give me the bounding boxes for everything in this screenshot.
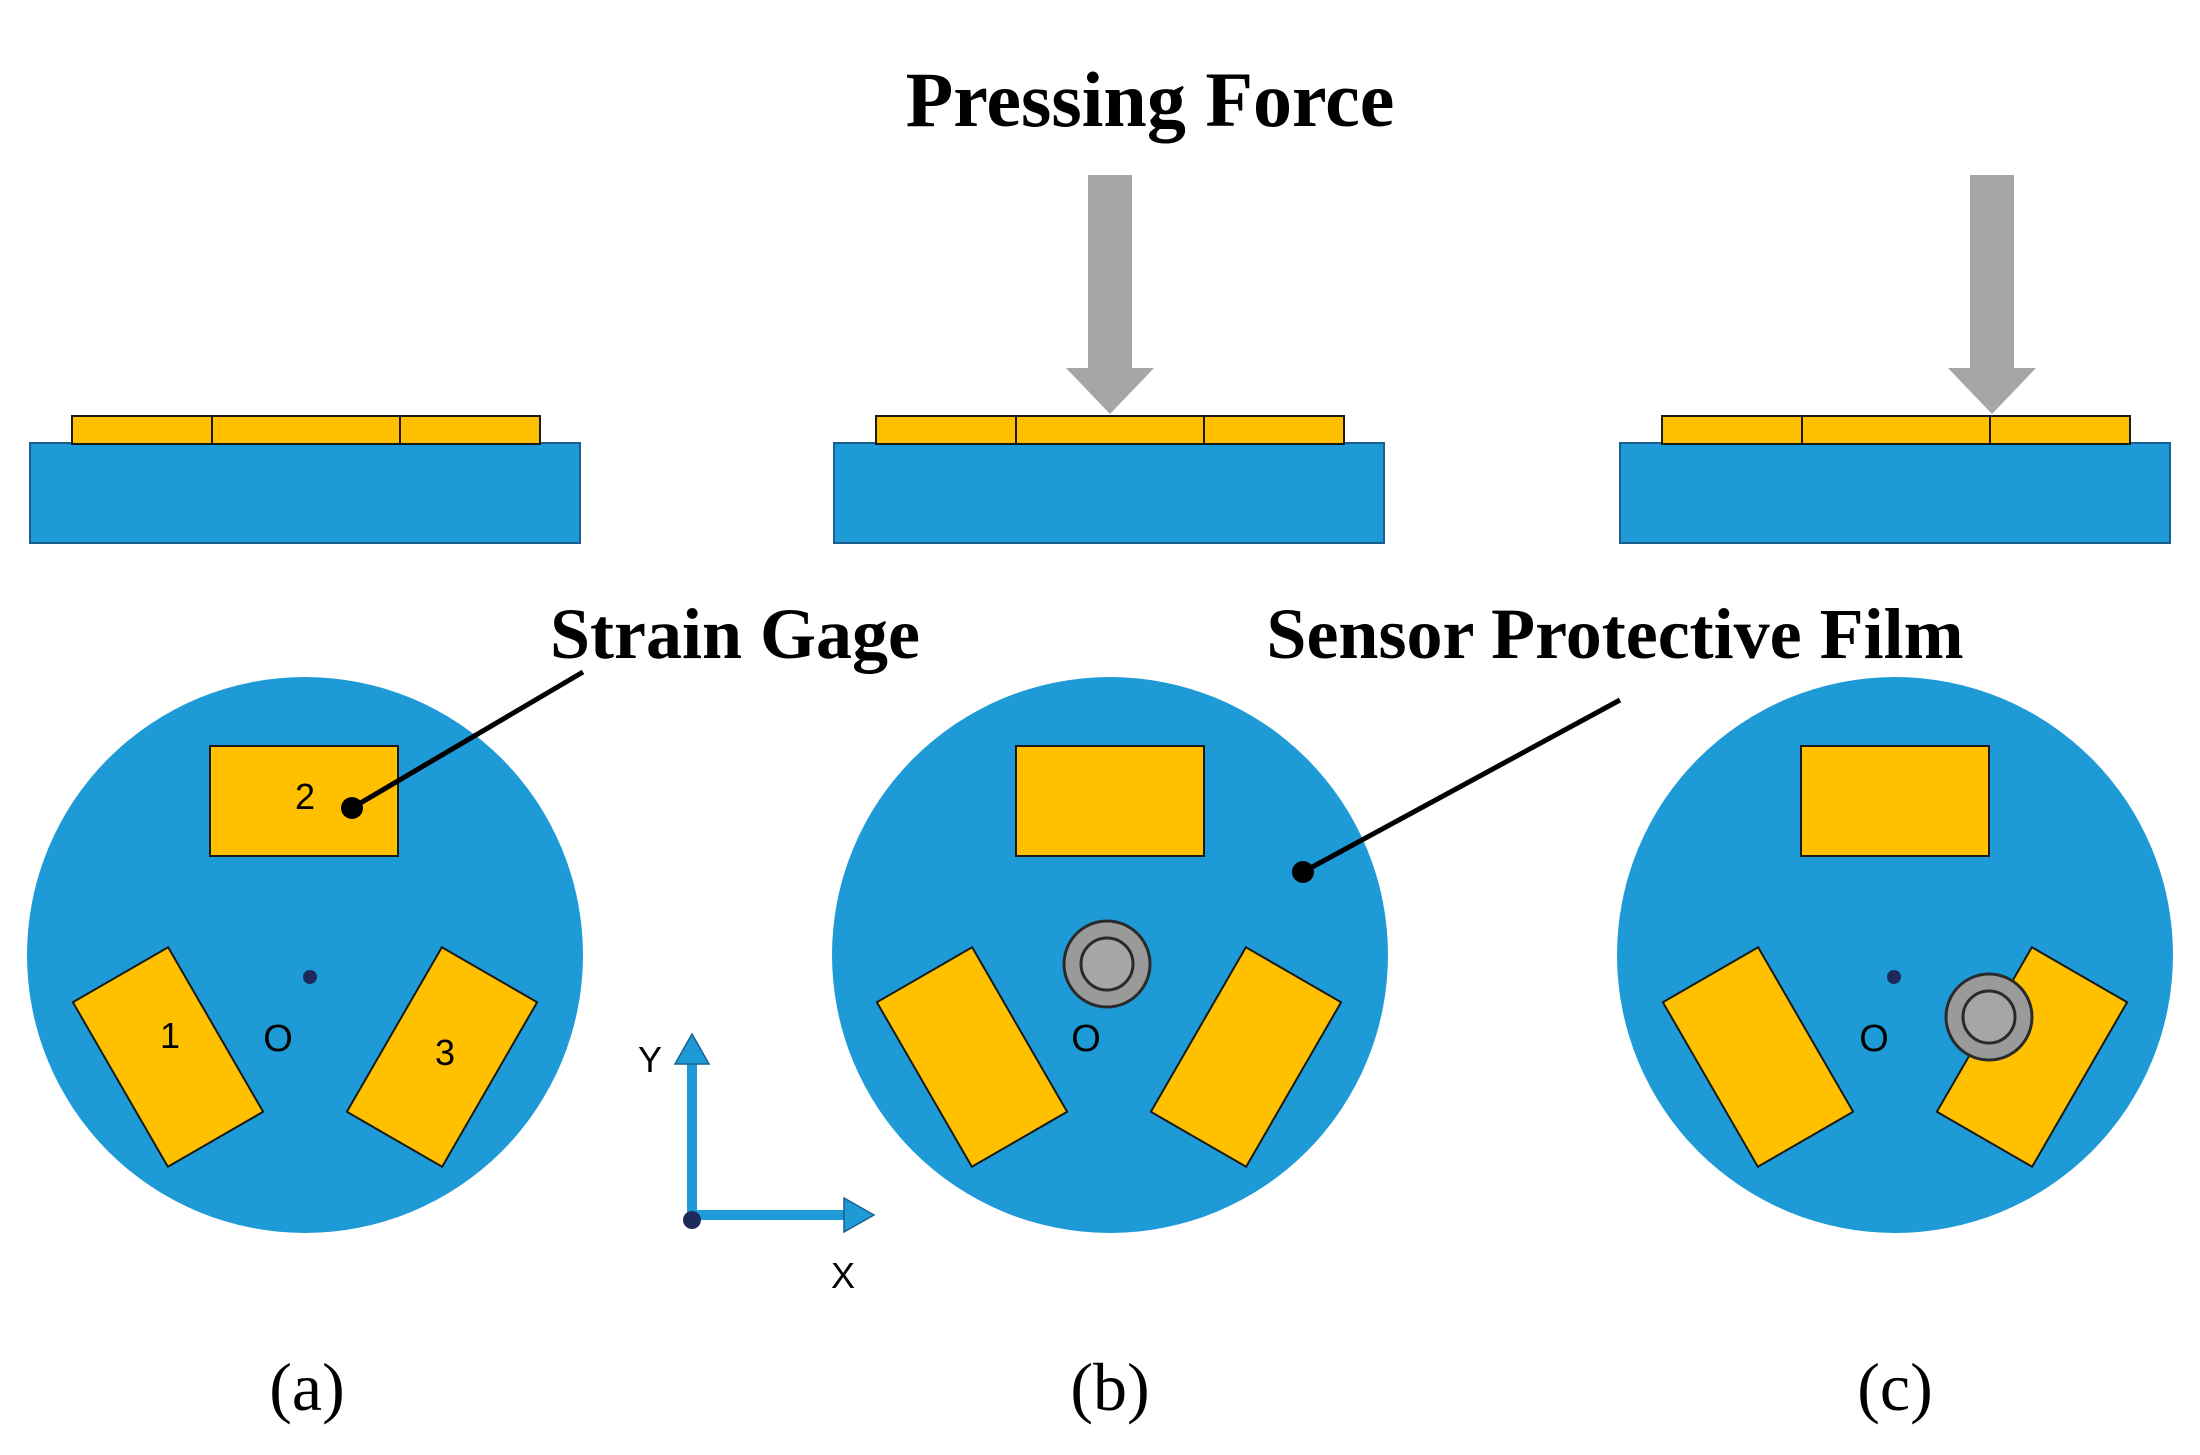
- origin-label: O: [1859, 1018, 1889, 1060]
- strain-gage-leader-line: [350, 669, 585, 811]
- press-point-inner: [1079, 936, 1135, 992]
- strain-gage-3: [345, 945, 539, 1169]
- force-arrow: [1948, 175, 2036, 414]
- side-base: [29, 442, 581, 544]
- y-axis-arrowhead: [673, 1032, 711, 1065]
- leader-dot: [1292, 861, 1314, 883]
- strain-gage-top: [1800, 745, 1990, 857]
- top-view-c: O: [1617, 677, 2173, 1233]
- side-view-c: [1619, 175, 2171, 544]
- strain-gage-1: [71, 945, 265, 1169]
- gage-number-3: 3: [435, 1032, 455, 1073]
- origin-label: O: [1071, 1018, 1101, 1060]
- side-gage: [1661, 415, 1803, 445]
- coordinate-axes: Y X: [638, 1032, 876, 1296]
- strain-gage-top: [1015, 745, 1205, 857]
- pressing-force-label: Pressing Force: [906, 56, 1395, 143]
- strain-gage-label: Strain Gage: [550, 594, 920, 674]
- side-gage: [1801, 415, 1991, 445]
- panel-label-a: (a): [269, 1349, 344, 1425]
- side-view-a: [29, 415, 581, 544]
- panel-label-b: (b): [1070, 1349, 1149, 1425]
- leader-dot: [341, 797, 363, 819]
- y-axis-label: Y: [638, 1039, 662, 1080]
- axes-origin-dot: [683, 1211, 701, 1229]
- side-gage: [1015, 415, 1205, 445]
- origin-label: O: [263, 1018, 293, 1060]
- gage-number-2: 2: [295, 776, 315, 817]
- x-axis-arrowhead: [843, 1196, 876, 1234]
- side-gage: [875, 415, 1017, 445]
- top-view-a: 2 1 3 O: [27, 669, 585, 1233]
- force-arrow: [1066, 175, 1154, 414]
- press-point-inner: [1961, 989, 2017, 1045]
- strain-gage-right: [1149, 945, 1343, 1169]
- side-gage: [399, 415, 541, 445]
- origin-dot: [1887, 970, 1901, 984]
- panel-label-c: (c): [1857, 1349, 1932, 1425]
- gage-number-1: 1: [160, 1015, 180, 1056]
- side-base: [833, 442, 1385, 544]
- protective-film-leader-line: [1301, 697, 1622, 875]
- side-view-b: [833, 175, 1385, 544]
- side-base: [1619, 442, 2171, 544]
- side-gage: [211, 415, 401, 445]
- side-gage: [71, 415, 213, 445]
- side-gage: [1203, 415, 1345, 445]
- x-axis-label: X: [831, 1255, 855, 1296]
- side-gage: [1989, 415, 2131, 445]
- origin-dot: [303, 970, 317, 984]
- top-view-b: O: [832, 677, 1622, 1233]
- strain-gage-left: [875, 945, 1069, 1169]
- strain-gage-left: [1661, 945, 1855, 1169]
- sensor-protective-film-label: Sensor Protective Film: [1266, 594, 1963, 674]
